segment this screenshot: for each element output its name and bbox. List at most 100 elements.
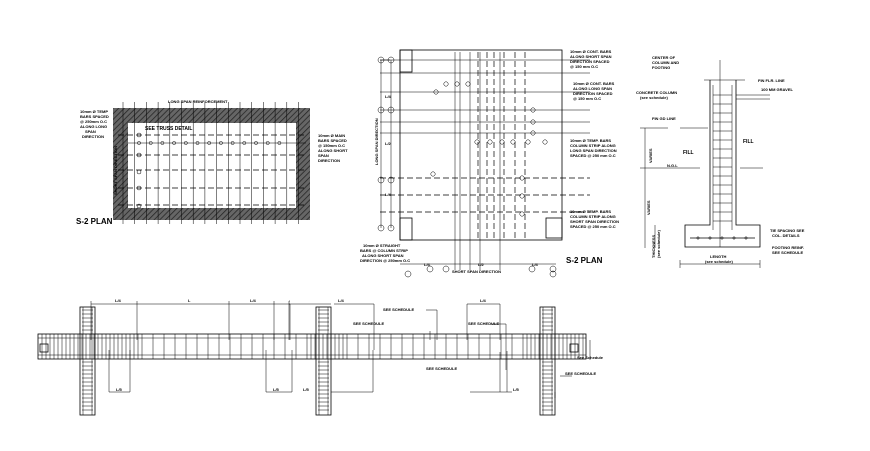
footing-section: CENTER OF COLUMN AND FOOTING CONCRETE CO… (636, 55, 805, 268)
bar-marker (183, 141, 188, 145)
svg-text:DIRECTION SPACED: DIRECTION SPACED (573, 91, 613, 96)
left-note: 10mm Ø TEMP BARS SPACED @ 250mm O.C ALON… (80, 109, 109, 139)
bar-marker (519, 211, 525, 217)
dim-label: L/4 (385, 94, 392, 99)
bar-marker (465, 81, 471, 87)
bar-marker (195, 141, 200, 145)
varies-label: VARIES (648, 148, 653, 163)
svg-text:SPACED @ 250 mm O.C: SPACED @ 250 mm O.C (570, 224, 616, 229)
bottom-axis-label: SHORT SPAN DIRECTION (452, 269, 501, 274)
varies-label: VARIES (646, 200, 651, 215)
dim-label: L/4 (532, 262, 539, 267)
bar-marker (136, 185, 142, 191)
svg-text:ALONG SHORT SPAN: ALONG SHORT SPAN (362, 253, 404, 258)
svg-text:BARS @ COLUMN STRIP: BARS @ COLUMN STRIP (360, 248, 408, 253)
thickness-label: THICKNESS (651, 235, 656, 258)
svg-text:FOOTING: FOOTING (652, 65, 670, 70)
plan-title: S-2 PLAN (566, 256, 603, 265)
bar-marker (207, 141, 212, 145)
slab-plan-left: LONG SPAN REINFORCEMENT SEE TRUSS DETAIL… (76, 99, 348, 226)
svg-text:ALONG SHORT: ALONG SHORT (318, 148, 348, 153)
right-note: 10mm Ø MAIN BARS SPACED @ 150mm O.C ALON… (318, 133, 348, 163)
bar-marker (136, 203, 142, 209)
schedule-note: SEE SCHEDULE (383, 307, 414, 312)
dim-label: L/5 (116, 387, 123, 392)
dim-label: L/4 (338, 298, 345, 303)
left-axis-label: LONG SPAN DIRECTION (374, 118, 379, 165)
wall-hatch (113, 108, 310, 220)
svg-text:SPAN: SPAN (85, 129, 96, 134)
side-note: SHORT SPAN DIRECTION (113, 146, 118, 195)
svg-text:10mm Ø MAIN: 10mm Ø MAIN (318, 133, 345, 138)
beam-elevation: L/4 L L/4 L/4 L/4 L/5 L/5 L/5 L/5 SEE SC… (37, 298, 604, 416)
plan-title: S-2 PLAN (76, 217, 113, 226)
bar-marker (433, 89, 439, 95)
svg-text:10mm Ø TEMP. BARS: 10mm Ø TEMP. BARS (570, 209, 611, 214)
schedule-note: SEE SCHEDULE (468, 321, 499, 326)
bar-marker (404, 270, 412, 278)
bar-marker (137, 141, 141, 145)
svg-text:@ 150 mm O.C: @ 150 mm O.C (573, 96, 601, 101)
svg-text:BARS SPACED: BARS SPACED (318, 138, 347, 143)
bar-marker (172, 141, 176, 145)
dim-label: L/4 (424, 262, 431, 267)
svg-text:COL. DETAILS: COL. DETAILS (772, 233, 800, 238)
svg-text:SEE SCHEDULE: SEE SCHEDULE (772, 250, 803, 255)
dim-label: L/4 (480, 298, 487, 303)
svg-text:LONG SPAN DIRECTION: LONG SPAN DIRECTION (570, 148, 617, 153)
schedule-note: See Schedule (577, 355, 604, 360)
svg-text:ALONG SHORT SPAN: ALONG SHORT SPAN (570, 54, 612, 59)
bar-marker (160, 141, 165, 145)
dim-label: L/4 (115, 298, 122, 303)
dim-label: L/4 (385, 192, 392, 197)
bar-marker (254, 141, 258, 145)
schedule-note: SEE SCHEDULE (353, 321, 384, 326)
dim-label: L/5 (303, 387, 310, 392)
svg-text:ALONG LONG SPAN: ALONG LONG SPAN (573, 86, 612, 91)
bar-marker (530, 107, 536, 113)
bar-marker (443, 81, 449, 87)
bar-marker (530, 130, 536, 136)
bar-marker (136, 169, 142, 175)
svg-text:@ 150mm O.C: @ 150mm O.C (318, 143, 345, 148)
svg-text:DIRECTION SPACED: DIRECTION SPACED (570, 59, 610, 64)
bar-marker (519, 193, 525, 199)
bar-marker (219, 141, 223, 145)
dim-label: L/2 (478, 262, 485, 267)
svg-text:(see schedule): (see schedule) (640, 95, 668, 100)
svg-text:10mm Ø CONT. BARS: 10mm Ø CONT. BARS (573, 81, 615, 86)
bar-marker (487, 139, 493, 145)
svg-text:ALONG LONG: ALONG LONG (80, 124, 107, 129)
dim-label: L/5 (273, 387, 280, 392)
bar-marker (499, 139, 505, 145)
bar-marker (454, 81, 460, 87)
footing-note: FOOTING REINF. (772, 245, 804, 250)
bar-marker (277, 141, 282, 145)
gravel-note: 100 MM GRAVEL (761, 87, 793, 92)
svg-text:DIRECTION: DIRECTION (318, 158, 340, 163)
fin-flr-note: FIN FLR. LINE (758, 78, 785, 83)
bar-marker (530, 119, 536, 125)
svg-text:10mm Ø STRAIGHT: 10mm Ø STRAIGHT (363, 243, 401, 248)
bar-marker (230, 141, 235, 145)
svg-text:(see schedule): (see schedule) (705, 259, 733, 264)
svg-text:10mm Ø TEMP: 10mm Ø TEMP (80, 109, 108, 114)
bar-marker (148, 141, 153, 145)
bar-marker (265, 141, 270, 145)
svg-text:COLUMN AND: COLUMN AND (652, 60, 679, 65)
fin-gd-note: FIN GD LINE (652, 116, 676, 121)
bar-marker (136, 152, 142, 158)
bar-marker (510, 139, 516, 145)
bar-marker (549, 270, 557, 278)
schedule-note: SEE SCHEDULE (426, 366, 457, 371)
slab-outline (399, 49, 563, 241)
svg-text:DIRECTION @ 250mm O.C: DIRECTION @ 250mm O.C (360, 258, 410, 263)
bar-marker (519, 175, 525, 181)
dim-label: L/2 (385, 141, 392, 146)
column-note: CONCRETE COLUMN (636, 90, 677, 95)
fill-label: FILL (683, 150, 694, 156)
bar-marker (474, 139, 480, 145)
